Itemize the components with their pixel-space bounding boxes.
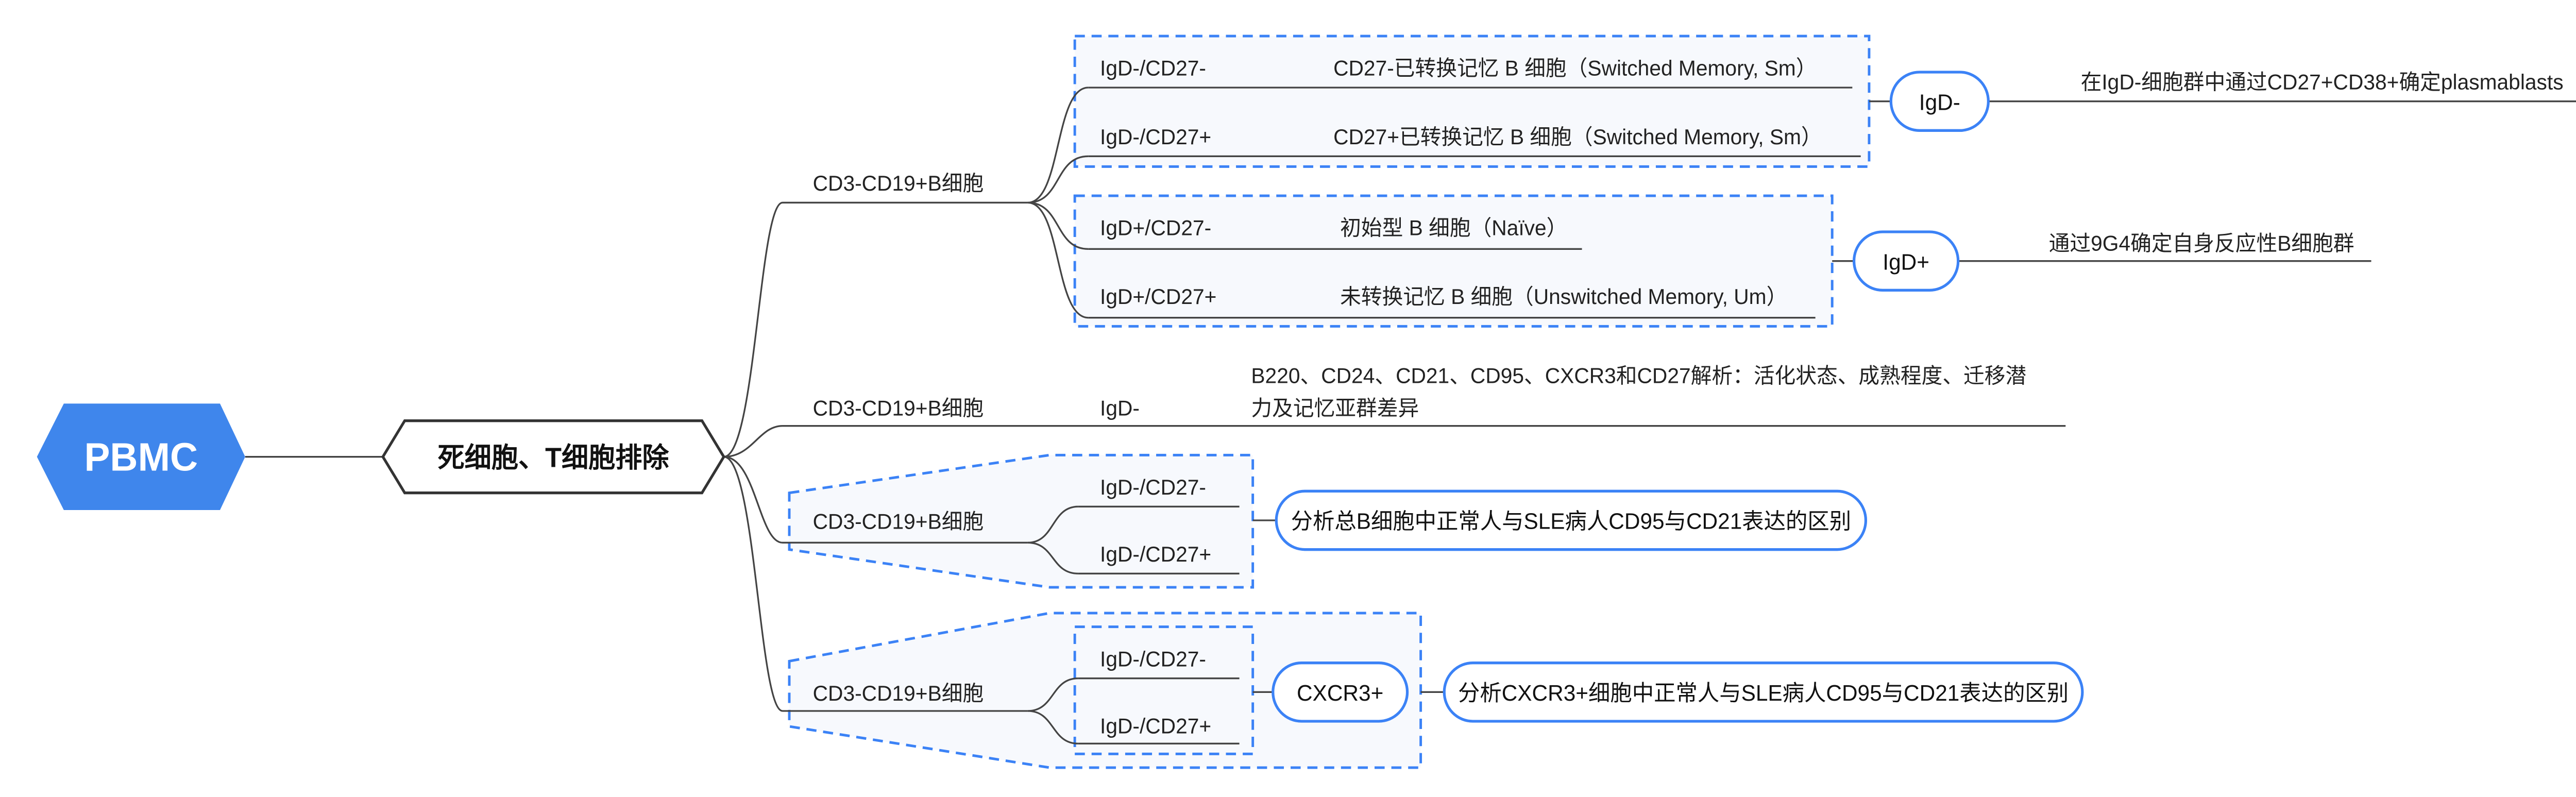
note-branch3: 分析总B细胞中正常人与SLE病人CD95与CD21表达的区别 <box>1291 509 1851 534</box>
branch2-note-line2: 力及记忆亚群差异 <box>1251 396 1419 420</box>
branch2-code[interactable]: IgD- <box>1100 396 1140 420</box>
row-description: CD27-已转换记忆 B 细胞（Switched Memory, Sm） <box>1333 56 1817 80</box>
connector-b3-row1 <box>1027 505 1078 544</box>
tag-igd-pos[interactable] <box>1852 230 1960 292</box>
connector-b1-row4 <box>1027 201 1089 319</box>
connector-b4-row2 <box>1027 710 1078 744</box>
row-code[interactable]: IgD-/CD27- <box>1100 476 1206 500</box>
root-node[interactable] <box>37 403 245 510</box>
root-label: PBMC <box>84 435 198 480</box>
connector-branch4 <box>723 455 783 712</box>
connector-branch1 <box>723 201 783 458</box>
row-code[interactable]: IgD-/CD27+ <box>1100 714 1211 738</box>
branch3-label[interactable]: CD3-CD19+B细胞 <box>813 510 984 534</box>
note-igd-neg: 在IgD-细胞群中通过CD27+CD38+确定plasmablasts <box>2081 70 2564 94</box>
row-code[interactable]: IgD+/CD27+ <box>1100 285 1216 309</box>
branch4-label[interactable]: CD3-CD19+B细胞 <box>813 682 984 706</box>
note-box-branch3[interactable] <box>1275 489 1868 551</box>
main-label: 死细胞、T细胞排除 <box>438 443 669 473</box>
row-description: CD27+已转换记忆 B 细胞（Switched Memory, Sm） <box>1333 125 1822 149</box>
branch2-label[interactable]: CD3-CD19+B细胞 <box>813 396 984 420</box>
row-code[interactable]: IgD+/CD27- <box>1100 216 1211 240</box>
connector-branch3 <box>723 455 783 544</box>
row-code[interactable]: IgD-/CD27+ <box>1100 125 1211 149</box>
row-code[interactable]: IgD-/CD27- <box>1100 56 1206 80</box>
connector-b4-row1 <box>1027 677 1078 712</box>
branch2-note-line1: B220、CD24、CD21、CD95、CXCR3和CD27解析：活化状态、成熟… <box>1251 364 2026 388</box>
group-frame-branch4-inner <box>1073 625 1255 755</box>
note-branch4: 分析CXCR3+细胞中正常人与SLE病人CD95与CD21表达的区别 <box>1458 681 2069 706</box>
connector-b1-row3 <box>1027 201 1089 250</box>
connector-b1-row1 <box>1027 87 1089 204</box>
connector-branch2 <box>723 425 783 458</box>
note-igd-pos: 通过9G4确定自身反应性B细胞群 <box>2049 231 2354 256</box>
branch1-label[interactable]: CD3-CD19+B细胞 <box>813 172 984 196</box>
row-description: 初始型 B 细胞（Naïve） <box>1340 216 1567 240</box>
connector-b3-row2 <box>1027 541 1078 574</box>
main-node[interactable] <box>381 419 725 495</box>
connector-b1-row2 <box>1027 155 1089 204</box>
row-code[interactable]: IgD-/CD27+ <box>1100 542 1211 567</box>
tag-igd-neg-label: IgD- <box>1919 90 1960 115</box>
note-box-branch4[interactable] <box>1443 661 2084 723</box>
group-frame-igd-pos <box>1073 194 1834 328</box>
row-description: 未转换记忆 B 细胞（Unswitched Memory, Um） <box>1340 285 1787 309</box>
group-frame-branch3 <box>788 453 1255 589</box>
row-code[interactable]: IgD-/CD27- <box>1100 647 1206 671</box>
tag-igd-pos-label: IgD+ <box>1883 250 1929 275</box>
group-frame-igd-neg <box>1073 35 1871 168</box>
tag-igd-neg[interactable] <box>1889 71 1990 132</box>
tag-cxcr3-label: CXCR3+ <box>1297 681 1383 706</box>
tag-cxcr3[interactable] <box>1272 661 1409 723</box>
